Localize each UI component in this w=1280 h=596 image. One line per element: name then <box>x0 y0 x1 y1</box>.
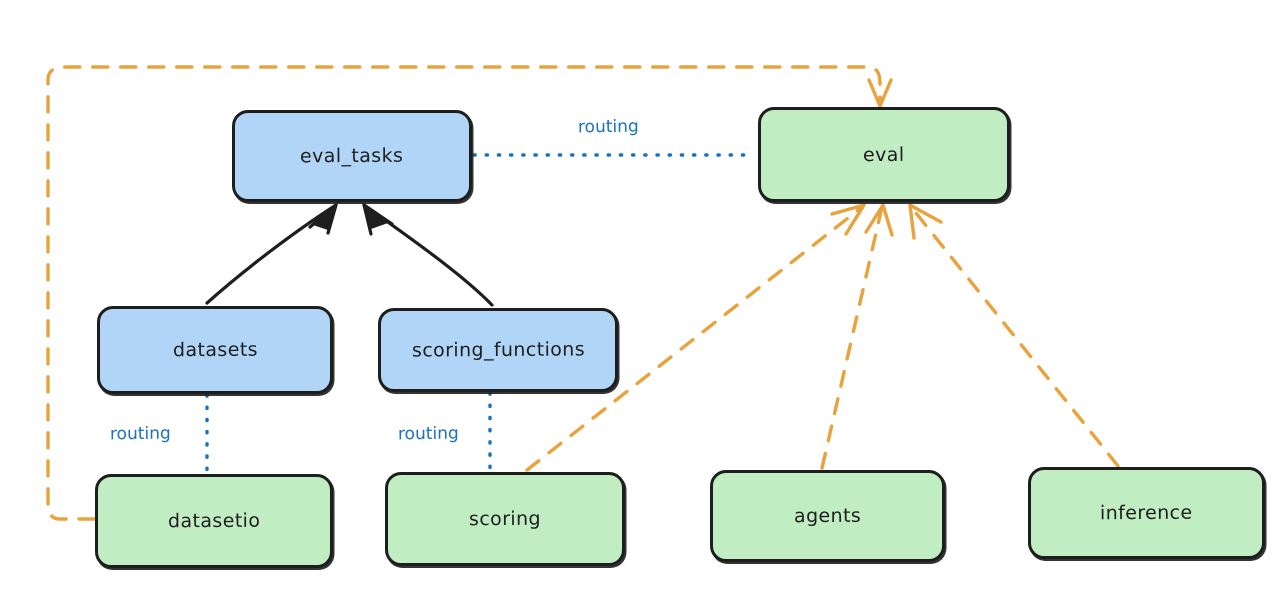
node-eval-tasks[interactable]: eval_tasks <box>232 110 472 202</box>
node-label: eval_tasks <box>300 144 404 168</box>
node-datasetio[interactable]: datasetio <box>95 474 333 568</box>
node-label: datasets <box>172 338 258 362</box>
node-eval[interactable]: eval <box>758 107 1010 202</box>
node-inference[interactable]: inference <box>1028 467 1265 559</box>
edge-scoring-functions-to-eval-tasks <box>362 202 494 307</box>
node-label: inference <box>1100 501 1193 525</box>
node-label: eval <box>863 143 905 166</box>
edge-label-routing-datasets: routing <box>109 423 171 445</box>
node-datasets[interactable]: datasets <box>97 306 333 394</box>
node-label: scoring_functions <box>411 338 585 362</box>
node-scoring[interactable]: scoring <box>385 472 625 566</box>
node-label: scoring <box>468 507 542 531</box>
edge-label-routing-eval: routing <box>577 116 639 138</box>
node-agents[interactable]: agents <box>710 470 945 562</box>
edge-inference-to-eval <box>908 203 1120 468</box>
edge-datasets-to-eval-tasks <box>205 202 339 305</box>
node-scoring-functions[interactable]: scoring_functions <box>378 308 618 392</box>
node-label: datasetio <box>167 509 261 533</box>
edge-label-routing-scoring: routing <box>397 423 459 445</box>
node-label: agents <box>793 504 862 528</box>
edge-agents-to-eval <box>820 203 894 470</box>
